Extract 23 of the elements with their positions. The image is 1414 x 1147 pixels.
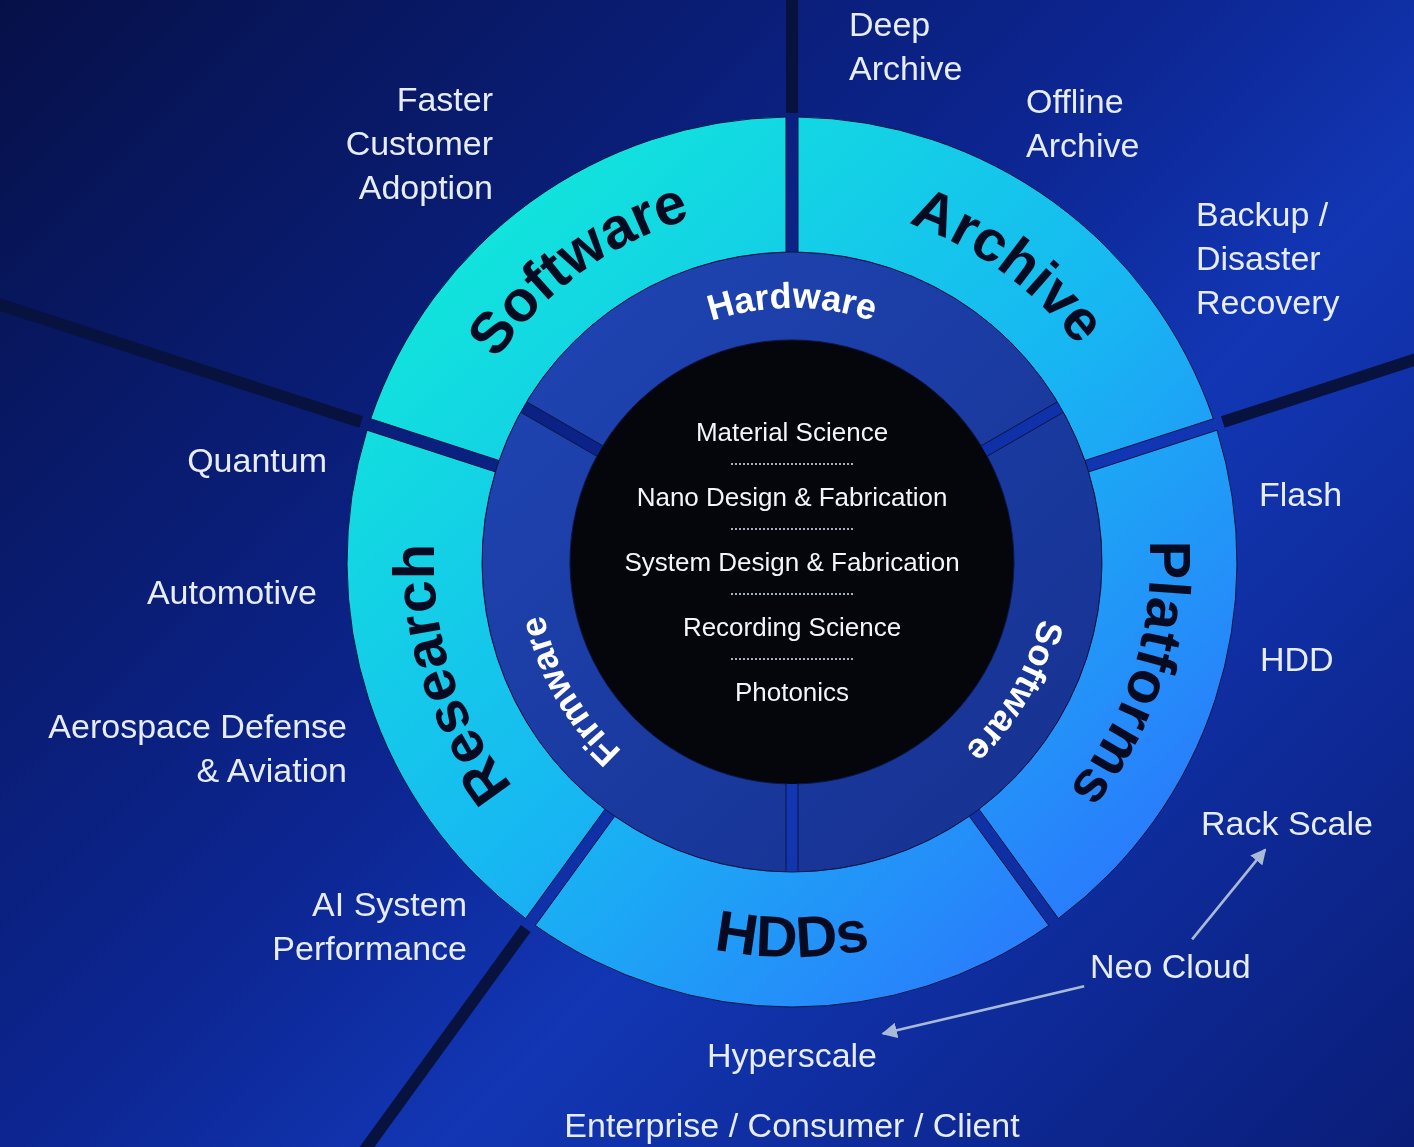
market-label: Flash — [1259, 474, 1343, 515]
market-label: Rack Scale — [1201, 801, 1373, 845]
market-label: Enterprise / Consumer / Client — [564, 1105, 1020, 1146]
topic-text: Material Science — [695, 416, 889, 449]
arrow — [881, 985, 1085, 1038]
segment-label: Hardware — [702, 274, 882, 329]
market-label: Neo Cloud — [1090, 944, 1251, 988]
topic-text: Photonics — [734, 676, 850, 709]
market-label: AI System Performance — [271, 884, 467, 969]
market-label: Aerospace Defense & Aviation — [47, 706, 347, 791]
ring-segment — [534, 815, 1050, 1008]
topic-text: Recording Science — [682, 611, 902, 644]
topic-text: System Design & Fabrication — [624, 546, 960, 579]
topic-text: Nano Design & Fabrication — [636, 481, 948, 514]
market-label: Quantum — [187, 440, 327, 481]
arrow — [1191, 848, 1267, 941]
market-label: HDD — [1260, 639, 1334, 680]
market-label: Automotive — [146, 572, 317, 613]
segment-label: HDDs — [711, 897, 873, 970]
market-label: Deep Archive — [849, 4, 964, 89]
market-label: Backup / Disaster Recovery — [1196, 194, 1341, 323]
market-label: Offline Archive — [1026, 81, 1141, 166]
market-label: Hyperscale — [706, 1033, 878, 1077]
